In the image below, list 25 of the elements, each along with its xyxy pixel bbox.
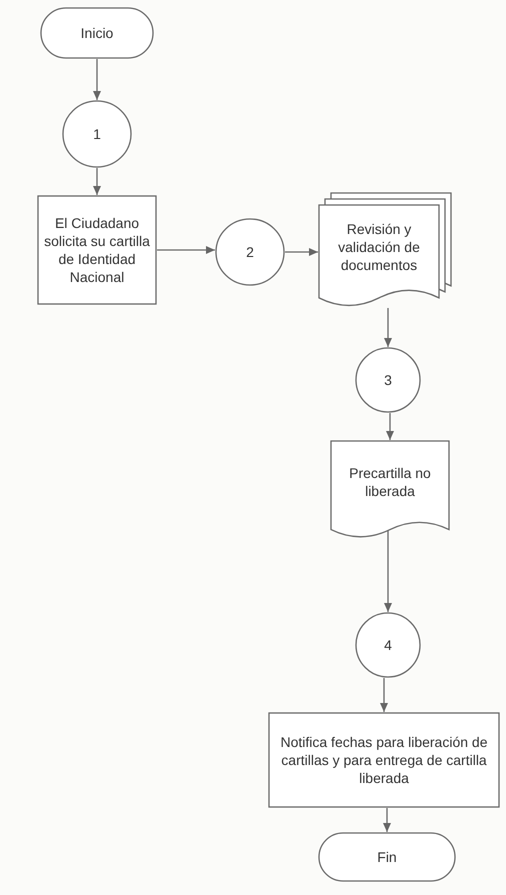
step-number: 4 <box>384 636 392 654</box>
step-label: Notifica fechas para liberación de cartillas y para entrega de cartilla liberada <box>279 732 488 788</box>
connector-circle <box>355 347 421 413</box>
arrow <box>383 808 391 832</box>
connector-circle <box>62 100 132 168</box>
arrow <box>386 413 394 440</box>
connector-circle <box>215 218 285 286</box>
step-label: Revisión y validación de documentos <box>337 220 421 274</box>
step-number: 1 <box>93 124 101 144</box>
arrow <box>93 168 101 195</box>
step-label: El Ciudadano solicita su cartilla de Identidad Nacional <box>43 214 151 286</box>
process-box <box>37 195 157 305</box>
arrow <box>384 308 392 347</box>
arrow <box>285 248 318 256</box>
step-number: 3 <box>384 370 392 390</box>
connector-circle <box>355 612 421 678</box>
arrow <box>157 246 215 254</box>
step-label: Fin <box>377 848 397 866</box>
step-label: Precartilla no liberada <box>348 464 432 500</box>
step-number: 2 <box>246 242 254 262</box>
process-box <box>268 712 500 808</box>
arrow <box>384 530 392 612</box>
arrow <box>380 678 388 712</box>
step-label: Inicio <box>80 24 114 42</box>
arrow <box>93 59 101 100</box>
